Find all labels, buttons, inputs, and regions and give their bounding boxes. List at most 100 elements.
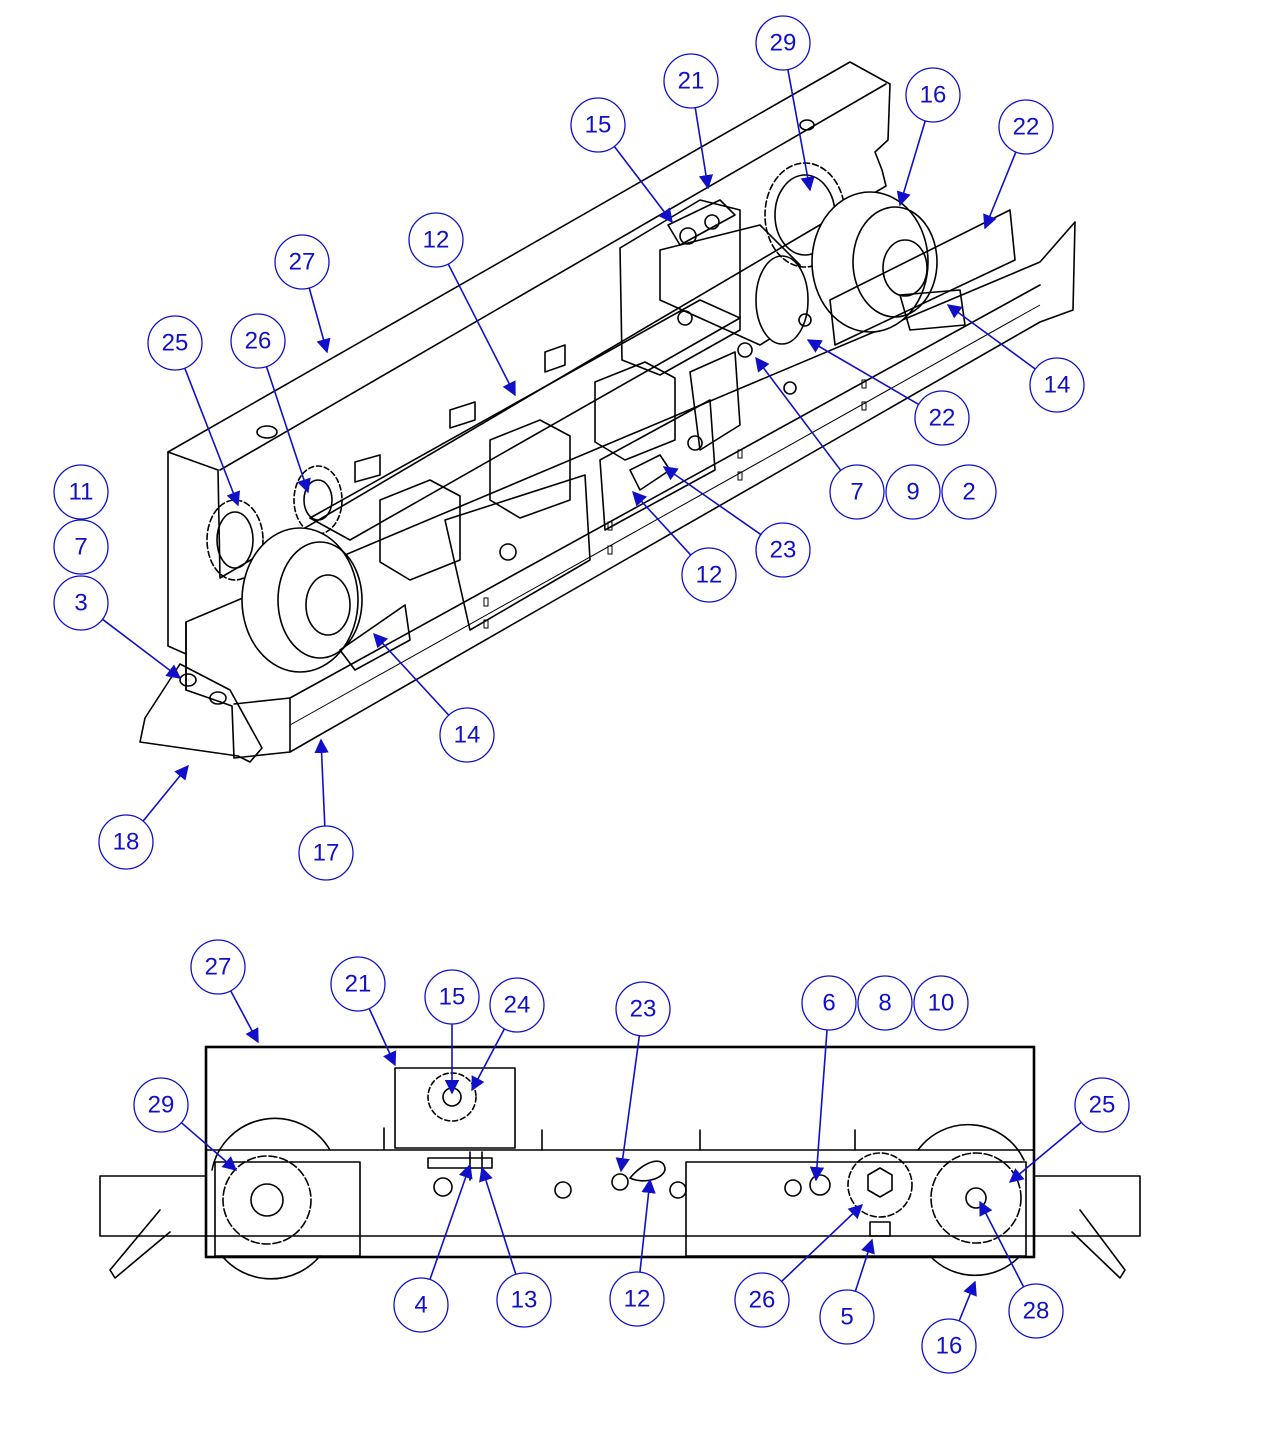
leader-line-c-side-23: [615, 1035, 641, 1173]
callout-bubble-c-side-23: 23: [615, 981, 671, 1037]
leader-line-c-iso-14a: [946, 304, 1036, 370]
leader-line-c-side-4: [429, 1163, 473, 1280]
callout-bubble-c-side-26: 26: [734, 1272, 790, 1328]
motor-assembly: [619, 199, 812, 376]
wheel-right-iso: [811, 191, 1016, 346]
callout-bubble-c-side-13: 13: [496, 1272, 552, 1328]
callout-number: 8: [878, 990, 891, 1017]
callout-number: 25: [162, 330, 189, 357]
callout-number: 15: [439, 984, 466, 1011]
callout-circle: [133, 1077, 189, 1133]
callout-circle: [681, 547, 737, 603]
rail-slots: [483, 379, 867, 629]
callout-circle: [53, 519, 109, 575]
sprockets-side: [222, 1072, 1022, 1245]
end-brackets-side: [99, 1175, 1141, 1279]
callout-bubble-c-side-15: 15: [424, 969, 480, 1025]
callout-number: 17: [313, 840, 340, 867]
callout-circle: [921, 1318, 977, 1374]
callout-bubble-c-iso-23: 23: [755, 522, 811, 578]
leader-line-c-side-29: [180, 1122, 238, 1171]
callout-circle: [829, 464, 885, 520]
callout-circle: [1029, 357, 1085, 413]
small-parts-side: [427, 1151, 891, 1237]
leader-line-c-side-21: [368, 1008, 397, 1067]
callout-bubble-c-side-12: 12: [609, 1271, 665, 1327]
callout-number: 12: [624, 1286, 651, 1313]
callout-bubble-c-iso-7b: 7: [829, 464, 885, 520]
side-view: [99, 1045, 1141, 1280]
callout-bubble-c-side-29: 29: [133, 1077, 189, 1133]
callout-bubble-c-side-24: 24: [489, 977, 545, 1033]
isometric-view: [139, 61, 1076, 763]
callout-circle: [819, 1289, 875, 1345]
callout-bubble-c-iso-25: 25: [147, 315, 203, 371]
callout-bubble-c-iso-11: 11: [53, 464, 109, 520]
callout-circle: [98, 814, 154, 870]
callout-number: 12: [696, 562, 723, 589]
callout-number: 14: [1044, 372, 1071, 399]
leader-line-c-iso-29: [787, 69, 815, 192]
callout-circle: [190, 939, 246, 995]
callout-number: 29: [770, 30, 797, 57]
leader-line-c-iso-27: [308, 287, 331, 354]
callout-number: 22: [929, 405, 956, 432]
leader-line-c-iso-15: [613, 145, 673, 224]
wheels-side: [211, 1117, 1025, 1280]
frame-side: [204, 1045, 1036, 1259]
callout-number: 6: [822, 990, 835, 1017]
callout-bubble-c-side-4: 4: [393, 1277, 449, 1333]
callout-number: 14: [454, 722, 481, 749]
callout-circle: [230, 313, 286, 369]
callout-circle: [857, 975, 913, 1031]
callout-circle: [53, 464, 109, 520]
callout-circle: [1008, 1283, 1064, 1339]
callout-bubble-c-side-10: 10: [913, 975, 969, 1031]
callout-circle: [274, 234, 330, 290]
callout-circle: [393, 1277, 449, 1333]
callout-circle: [941, 464, 997, 520]
leader-line-c-side-25: [1008, 1121, 1082, 1183]
leader-line-c-side-6: [809, 1029, 828, 1182]
callout-circle: [615, 981, 671, 1037]
callout-bubble-c-side-27: 27: [190, 939, 246, 995]
callout-circle: [1074, 1077, 1130, 1133]
callout-bubble-c-iso-9: 9: [885, 464, 941, 520]
callout-number: 11: [69, 479, 94, 506]
callout-number: 2: [962, 479, 975, 506]
callout-bubble-c-iso-14a: 14: [1029, 357, 1085, 413]
leader-line-c-iso-12b: [632, 490, 692, 556]
leader-line-c-side-12: [639, 1178, 656, 1273]
wheel-left-iso: [241, 527, 411, 673]
callout-circle: [147, 315, 203, 371]
leader-line-c-side-5: [854, 1238, 875, 1292]
callout-bubble-c-iso-2: 2: [941, 464, 997, 520]
callout-circle: [408, 212, 464, 268]
callout-number: 27: [205, 954, 232, 981]
callout-bubble-c-iso-7a: 7: [53, 519, 109, 575]
callout-bubble-c-side-28: 28: [1008, 1283, 1064, 1339]
callout-number: 18: [113, 829, 140, 856]
leader-line-c-side-27: [230, 990, 259, 1044]
callout-bubble-c-iso-26: 26: [230, 313, 286, 369]
callout-circle: [609, 1271, 665, 1327]
leader-line-c-side-13: [479, 1166, 517, 1275]
callout-bubble-c-side-25: 25: [1074, 1077, 1130, 1133]
sprocket-rear-iso: [206, 162, 846, 581]
callout-number: 16: [936, 1333, 963, 1360]
callout-circle: [663, 53, 719, 109]
frame-back-wall: [167, 61, 891, 655]
callout-bubble-c-iso-21: 21: [663, 53, 719, 109]
callout-circle: [424, 969, 480, 1025]
callout-circle: [998, 99, 1054, 155]
callout-number: 21: [345, 971, 372, 998]
callout-bubble-c-iso-22a: 22: [998, 99, 1054, 155]
callout-bubble-c-iso-14b: 14: [439, 707, 495, 763]
callout-bubble-c-iso-22b: 22: [914, 390, 970, 446]
callout-circle: [755, 522, 811, 578]
callout-bubble-c-side-6: 6: [801, 975, 857, 1031]
callout-bubble-c-iso-12b: 12: [681, 547, 737, 603]
leader-line-c-side-28: [979, 1200, 1025, 1288]
leader-line-c-iso-26: [265, 366, 311, 494]
